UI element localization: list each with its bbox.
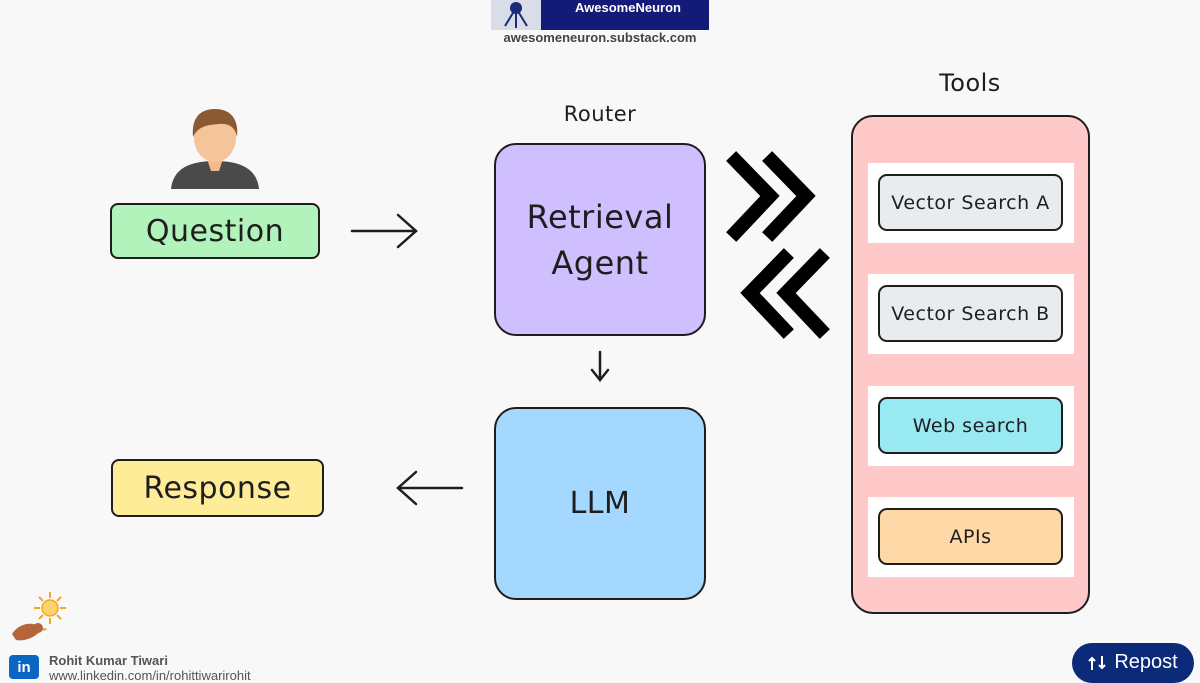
llm-label: LLM bbox=[569, 486, 631, 521]
question-label: Question bbox=[145, 213, 285, 249]
author-name: Rohit Kumar Tiwari bbox=[49, 653, 168, 668]
arrow-agent-to-llm bbox=[590, 350, 610, 383]
brand-name: AwesomeNeuron bbox=[575, 0, 681, 15]
substack-url[interactable]: awesomeneuron.substack.com bbox=[503, 30, 697, 45]
question-box: Question bbox=[110, 203, 320, 259]
agent-label-line1: Retrieval bbox=[526, 197, 674, 236]
router-label: Router bbox=[563, 102, 637, 126]
double-chevron-left-icon bbox=[740, 248, 830, 339]
llm-box: LLM bbox=[494, 407, 706, 600]
retrieval-agent-box: Retrieval Agent bbox=[494, 143, 706, 336]
arrow-question-to-agent bbox=[350, 213, 418, 249]
response-label: Response bbox=[143, 470, 292, 506]
repost-label: Repost bbox=[1114, 651, 1178, 673]
agent-label-line2: Agent bbox=[551, 243, 649, 282]
double-chevron-right-icon bbox=[726, 151, 816, 242]
tool-web-search: Web search bbox=[878, 397, 1063, 454]
response-box: Response bbox=[111, 459, 324, 517]
tools-label: Tools bbox=[939, 69, 1001, 97]
arrow-llm-to-response bbox=[396, 470, 464, 506]
tool-apis: APIs bbox=[878, 508, 1063, 565]
bird-sun-icon bbox=[8, 590, 72, 646]
tool-vector-search-a: Vector Search A bbox=[878, 174, 1063, 231]
repost-button[interactable]: Repost bbox=[1072, 643, 1194, 683]
user-avatar-icon bbox=[169, 105, 261, 190]
tool-vector-search-b: Vector Search B bbox=[878, 285, 1063, 342]
neuron-logo-icon bbox=[491, 0, 541, 30]
author-linkedin-url[interactable]: www.linkedin.com/in/rohittiwarirohit bbox=[49, 668, 251, 683]
repost-icon bbox=[1088, 651, 1107, 679]
linkedin-icon: in bbox=[9, 655, 39, 679]
